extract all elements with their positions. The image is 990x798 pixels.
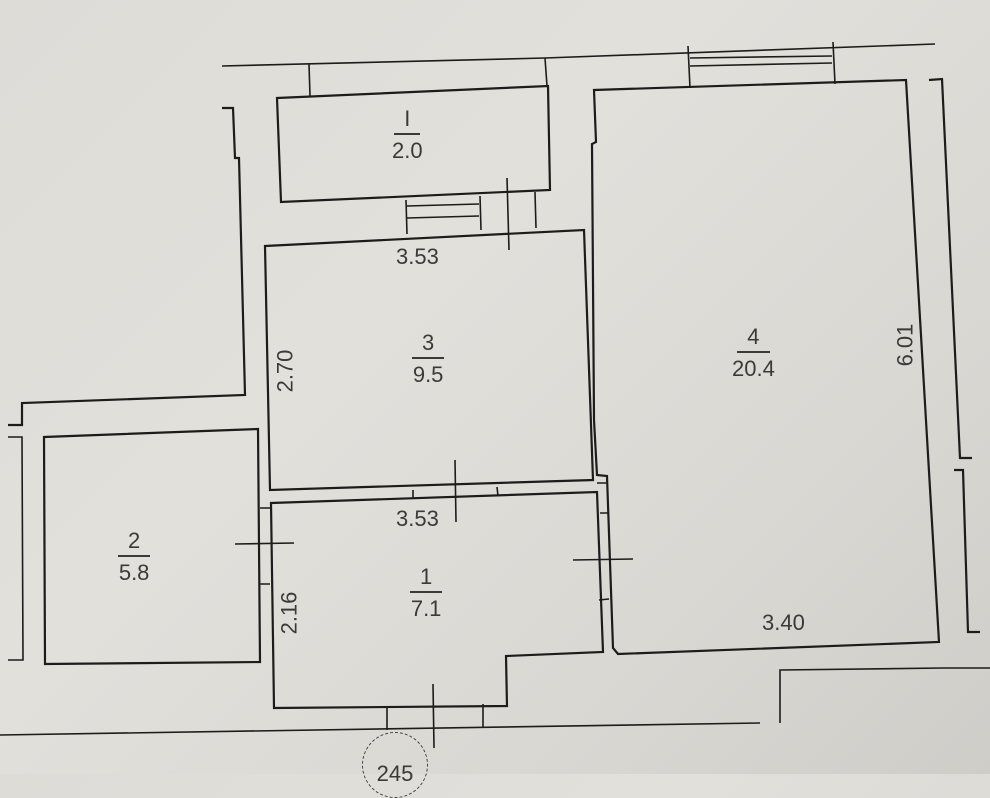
room-1-walls — [269, 490, 605, 710]
outer-wall-left — [8, 106, 247, 427]
dim-room3-height: 2.70 — [272, 349, 298, 393]
room-2-walls — [42, 427, 262, 666]
reference-marker: 245 — [362, 732, 428, 798]
room-label-loggia: I 2.0 — [392, 108, 423, 162]
room-number: 1 — [410, 566, 443, 593]
room-area: 20.4 — [732, 356, 775, 381]
outer-wall-right-lower — [954, 468, 980, 634]
room-3-walls — [263, 228, 595, 492]
door-tick — [234, 542, 295, 545]
room-number: I — [394, 108, 421, 135]
room-area: 9.5 — [412, 362, 444, 387]
loggia-walls — [275, 84, 552, 204]
balcony-door-frame — [405, 191, 537, 235]
dim-room1-height: 2.16 — [276, 591, 302, 635]
room-number: 2 — [118, 530, 151, 557]
room-number: 3 — [412, 332, 445, 359]
dim-room1-width: 3.53 — [396, 506, 439, 531]
room-4-window — [687, 41, 836, 89]
outer-wall-bottom — [0, 722, 761, 736]
marker-number: 245 — [376, 761, 414, 786]
room-4-walls — [590, 78, 941, 656]
door-tick — [572, 558, 634, 561]
room-number: 4 — [737, 326, 770, 353]
door-tick — [454, 459, 457, 523]
dim-room4-width: 3.40 — [762, 610, 805, 635]
door-tick — [432, 683, 435, 749]
outer-wall-top-right — [544, 43, 936, 59]
room-area: 2.0 — [392, 138, 423, 163]
outer-wall-bottom-right — [779, 667, 990, 723]
dim-room3-width: 3.53 — [396, 244, 439, 269]
outer-wall-top-left — [221, 57, 546, 67]
door-tick — [506, 177, 510, 251]
room-area: 7.1 — [410, 596, 442, 621]
floor-plan-drawing — [0, 41, 990, 749]
room-area: 5.8 — [118, 560, 150, 585]
outer-wall-right-upper — [928, 77, 972, 460]
dim-room4-height: 6.01 — [892, 323, 918, 367]
